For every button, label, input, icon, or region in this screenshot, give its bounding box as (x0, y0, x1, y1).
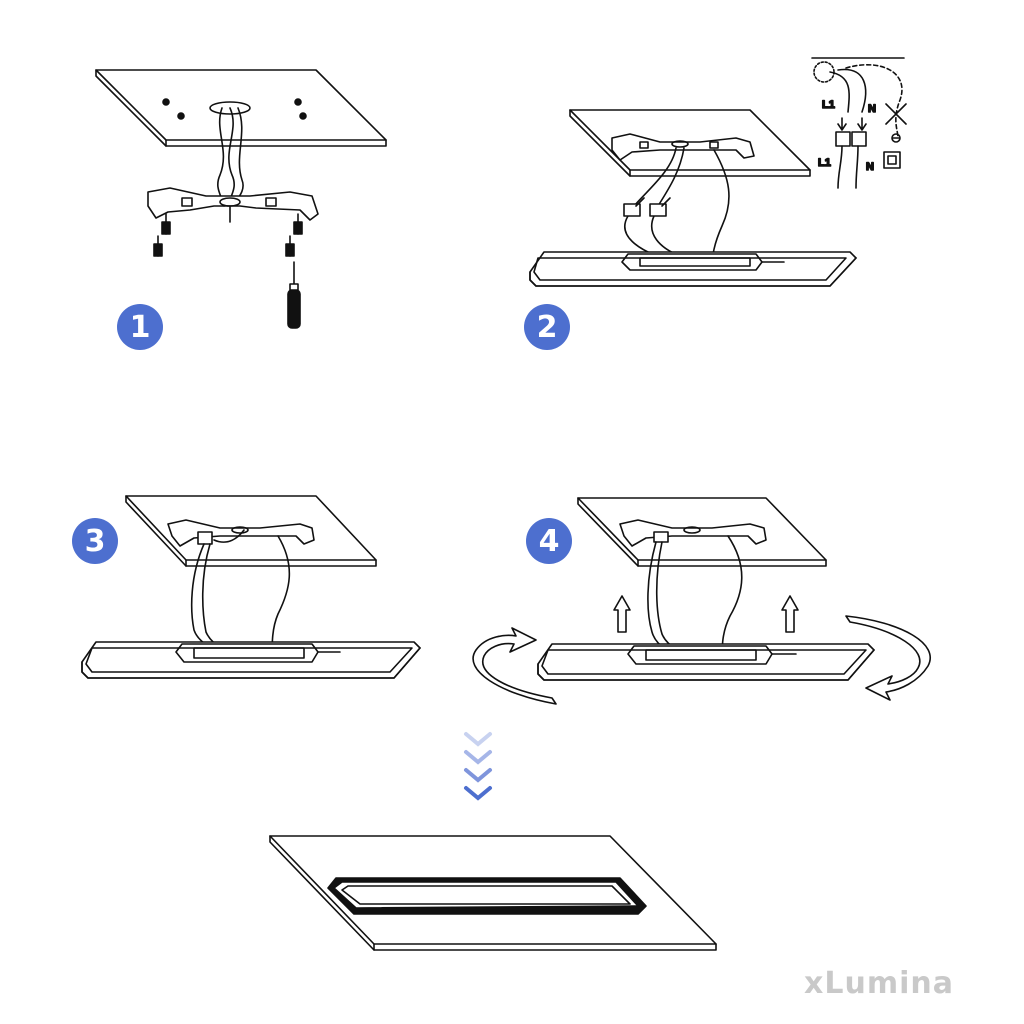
chevron-down-icon (464, 732, 492, 801)
mounting-bracket (147, 187, 319, 223)
step-2-badge: 2 (524, 304, 570, 350)
luminaire-panel (537, 643, 875, 681)
step-1-illustration (95, 69, 387, 329)
earth-symbol-icon (891, 133, 901, 143)
up-arrow-icon (613, 595, 799, 633)
step-3-badge: 3 (72, 518, 118, 564)
luminaire-panel (327, 877, 647, 915)
luminaire-panel (81, 641, 421, 679)
neutral-label-top: N (868, 103, 876, 115)
step-3-illustration (81, 495, 421, 679)
wiring-inset: L1 N L1 N (811, 57, 907, 189)
step-1-badge: 1 (117, 304, 163, 350)
luminaire-panel (529, 251, 857, 287)
connector-icon (623, 197, 671, 217)
live-label-bottom: L1 (818, 157, 831, 169)
step-4-badge: 4 (526, 518, 572, 564)
mounting-bracket (619, 519, 767, 547)
ceiling-plate (95, 69, 387, 147)
mounting-bracket (611, 133, 755, 161)
step-4-illustration (472, 497, 931, 705)
step-2-illustration: L1 N L1 N (529, 57, 907, 287)
rotate-arrow-icon (472, 615, 931, 705)
screw-icon (153, 213, 303, 257)
double-insulation-icon (883, 151, 901, 169)
brand-logo: xLumina (804, 966, 954, 1001)
neutral-label-bottom: N (866, 161, 874, 173)
live-label-top: L1 (822, 99, 835, 111)
final-installed-result (269, 835, 717, 951)
screwdriver-icon (287, 261, 301, 329)
